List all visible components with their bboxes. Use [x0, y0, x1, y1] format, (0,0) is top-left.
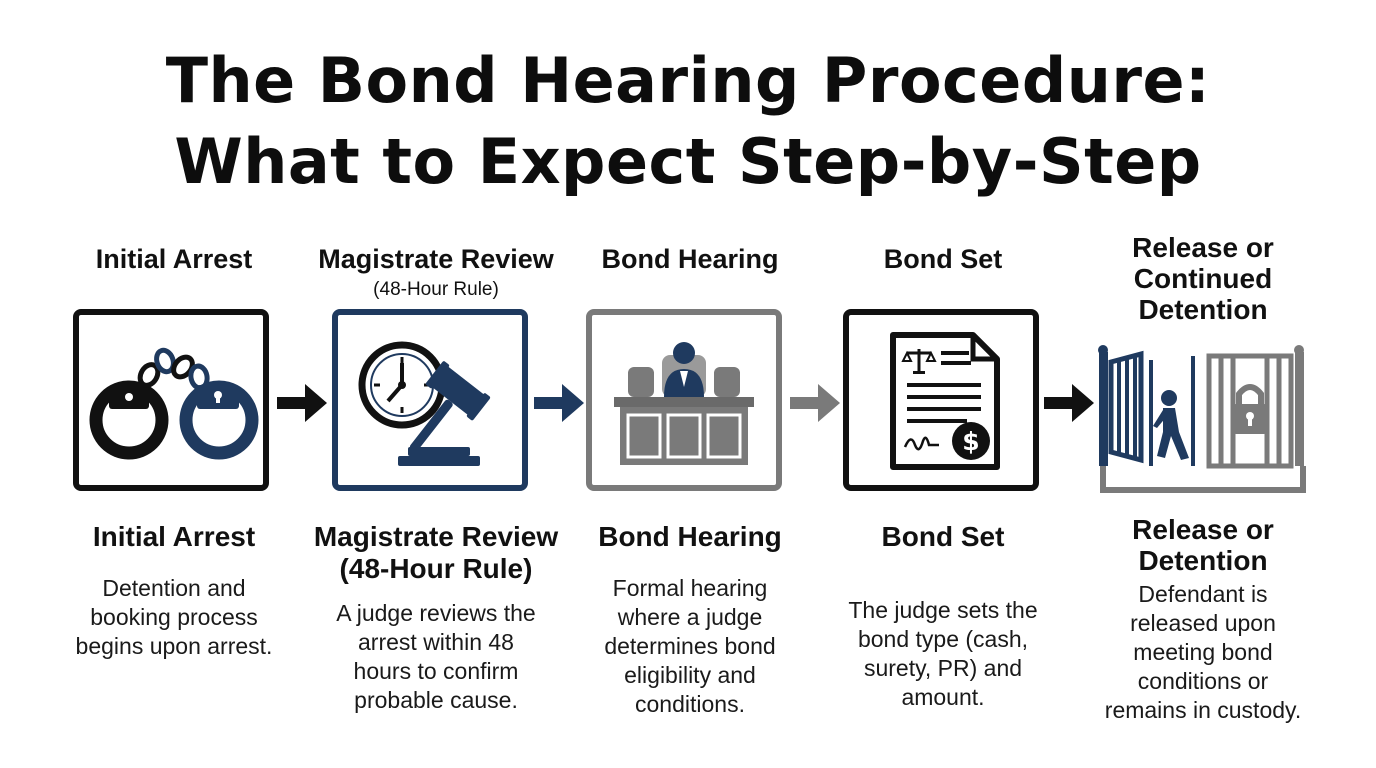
description-line: conditions.	[635, 691, 745, 717]
description-line: arrest within 48	[358, 629, 514, 655]
description-line: eligibility and	[624, 662, 756, 688]
jail-gate-icon	[1098, 345, 1306, 493]
step-description: The judge sets the bond type (cash, sure…	[803, 596, 1083, 712]
description-line: booking process	[90, 604, 258, 630]
step-top-sublabel: (48-Hour Rule)	[373, 279, 499, 300]
description-line: surety, PR) and	[863, 655, 1023, 681]
arrow-right-icon	[790, 384, 840, 422]
description-line: begins upon arrest.	[75, 633, 273, 659]
step-description: Formal hearing where a judge determines …	[550, 574, 830, 719]
step-icon-box	[586, 309, 782, 491]
step-top-label: Bond Set	[883, 244, 1003, 274]
bottom-label-line: (48-Hour Rule)	[339, 553, 533, 584]
clock-gavel-icon	[358, 341, 491, 466]
jail-gate-icon-area	[1097, 340, 1309, 500]
step-description: Defendant is released upon meeting bond …	[1063, 580, 1343, 725]
courtroom-judge-icon	[614, 342, 754, 465]
bottom-label-line: Release or	[1132, 514, 1274, 545]
description-line: Defendant is	[1138, 581, 1268, 607]
description-line: remains in custody.	[1104, 697, 1302, 723]
step-icon-box	[332, 309, 528, 491]
top-label-line: Continued	[1133, 263, 1273, 294]
bottom-label-line: Detention	[1138, 545, 1268, 576]
title-line-2: What to Expect Step-by-Step	[174, 125, 1202, 198]
description-line: hours to confirm	[353, 658, 519, 684]
svg-text:$: $	[962, 427, 979, 456]
description-line: meeting bond	[1133, 639, 1273, 665]
arrow-right-icon	[277, 384, 327, 422]
step-bottom-label: Release or Detention	[1063, 514, 1343, 576]
step-top-label: Release or Continued Detention	[1063, 232, 1343, 325]
description-line: where a judge	[617, 604, 763, 630]
step-bottom-label: Initial Arrest	[92, 521, 256, 552]
step-icon-box: $	[843, 309, 1039, 491]
description-line: bond type (cash,	[857, 626, 1029, 652]
bond-document-icon: $	[890, 332, 1000, 470]
step-description: A judge reviews the arrest within 48 hou…	[296, 599, 576, 715]
step-top-label: Magistrate Review	[318, 244, 554, 274]
arrow-right-icon	[1044, 384, 1094, 422]
description-line: probable cause.	[354, 687, 518, 713]
description-line: A judge reviews the	[336, 600, 536, 626]
step-icon-box	[73, 309, 269, 491]
description-line: The judge sets the	[848, 597, 1038, 623]
top-label-line: Release or	[1132, 232, 1274, 263]
arrow-right-icon	[534, 384, 584, 422]
description-line: Detention and	[102, 575, 246, 601]
step-description: Detention and booking process begins upo…	[34, 574, 314, 661]
title-line-1: The Bond Hearing Procedure:	[165, 44, 1211, 117]
top-label-line: Detention	[1138, 294, 1268, 325]
description-line: conditions or	[1137, 668, 1269, 694]
step-top-label: Initial Arrest	[95, 244, 253, 274]
description-line: amount.	[901, 684, 985, 710]
handcuffs-icon	[89, 347, 259, 460]
step-bottom-label: Bond Hearing	[598, 521, 782, 552]
description-line: determines bond	[604, 633, 776, 659]
description-line: released upon	[1130, 610, 1276, 636]
step-bottom-label: Bond Set	[881, 521, 1005, 552]
bottom-label-line: Magistrate Review	[313, 521, 559, 552]
step-bottom-label: Magistrate Review (48-Hour Rule)	[296, 521, 576, 585]
step-top-label: Bond Hearing	[601, 244, 779, 274]
description-line: Formal hearing	[612, 575, 768, 601]
